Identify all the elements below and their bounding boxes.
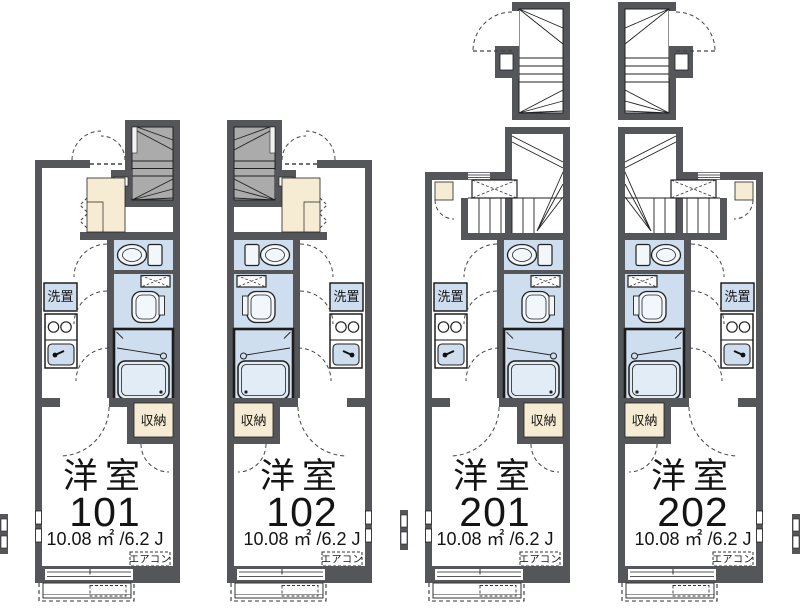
exterior-wall-stub [399, 509, 409, 551]
washer-label: 洗置 [333, 289, 359, 304]
unit-number: 101 [69, 489, 140, 535]
washer-label: 洗置 [437, 289, 463, 304]
closet-label: 収納 [140, 413, 166, 428]
aircon-label: エアコン [712, 555, 754, 566]
exterior-wall-stub [791, 513, 800, 555]
room-type-label: 洋室 [651, 457, 735, 496]
unit-102: 洋室 102 10.08 ㎡ /6.2 J 収納 洗置 エアコン [225, 119, 374, 602]
room-type-label: 洋室 [260, 457, 344, 496]
exterior-wall-stub [0, 513, 9, 555]
room-type-label: 洋室 [63, 457, 147, 496]
washer-label: 洗置 [47, 289, 73, 304]
closet-label: 収納 [530, 413, 556, 428]
unit-number: 201 [459, 489, 530, 535]
room-area: 10.08 ㎡ /6.2 J [634, 528, 751, 549]
unit-202: 洋室 202 10.08 ㎡ /6.2 J 収納 洗置 エアコン [616, 1, 765, 602]
room-type-label: 洋室 [453, 457, 537, 496]
aircon-label: エアコン [129, 555, 171, 566]
unit-number: 102 [266, 489, 337, 535]
closet-label: 収納 [240, 413, 266, 428]
unit-101: 洋室 101 10.08 ㎡ /6.2 J 収納 洗置 エアコン [33, 119, 182, 602]
unit-201: 洋室 201 10.08 ㎡ /6.2 J 収納 洗置 エアコン [423, 1, 572, 602]
aircon-label: エアコン [519, 555, 561, 566]
room-area: 10.08 ㎡ /6.2 J [436, 528, 553, 549]
closet-label: 収納 [631, 413, 657, 428]
room-area: 10.08 ㎡ /6.2 J [46, 528, 163, 549]
unit-number: 202 [657, 489, 728, 535]
aircon-label: エアコン [321, 555, 363, 566]
washer-label: 洗置 [724, 289, 750, 304]
room-area: 10.08 ㎡ /6.2 J [243, 528, 360, 549]
